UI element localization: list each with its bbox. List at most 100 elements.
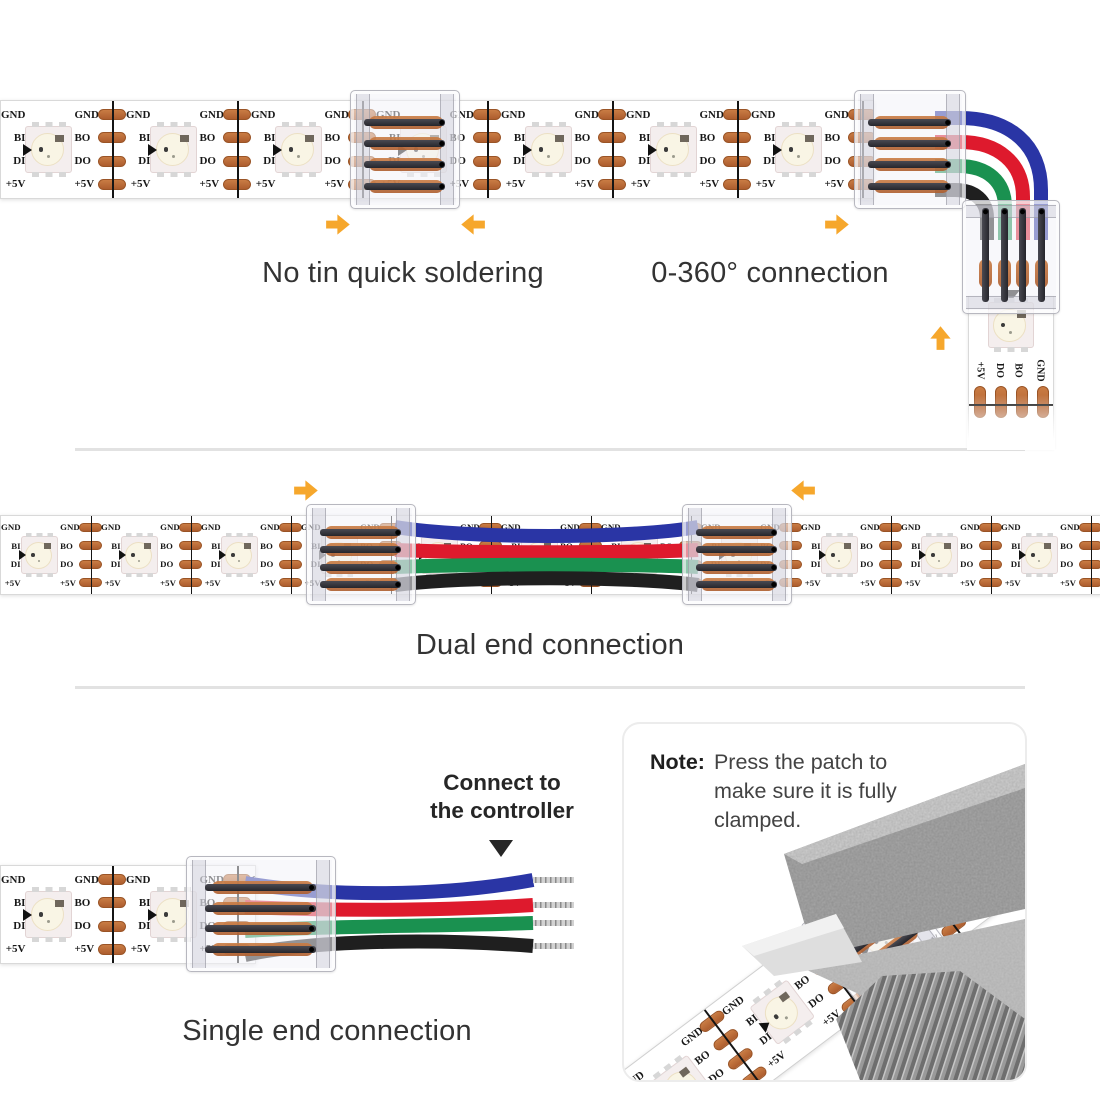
direction-arrow <box>918 550 926 560</box>
metal-contact <box>364 136 446 150</box>
pad-label: GND <box>901 522 921 533</box>
tinned-wire-tips <box>533 877 574 949</box>
pad-label: GND <box>74 108 99 121</box>
metal-contact <box>364 158 446 172</box>
led-wrap <box>120 516 159 594</box>
pad-label: BO <box>692 1048 713 1068</box>
pad-label: BI <box>811 540 821 551</box>
pad-label: +5V <box>860 577 876 588</box>
pad-label: DI <box>13 920 26 933</box>
pad-label: BO <box>1012 362 1024 378</box>
pad-label: DO <box>74 155 91 168</box>
pad-label: BO <box>260 540 273 551</box>
led-chip <box>920 532 959 578</box>
pad-label: DO <box>806 991 827 1011</box>
metal-contact <box>1016 208 1030 302</box>
pad-label: GND <box>251 108 276 121</box>
metal-contact <box>696 543 778 557</box>
led-chip <box>25 121 73 178</box>
pad-label: BI <box>13 131 26 144</box>
direction-arrow <box>148 908 157 921</box>
pad-label: DI <box>763 155 776 168</box>
metal-contact <box>320 560 402 574</box>
cut-line <box>90 516 93 594</box>
metal-contact <box>364 179 446 193</box>
pad-label: DO <box>160 559 174 570</box>
pad-label: DO <box>824 155 841 168</box>
pad-label: GND <box>160 522 180 533</box>
pad-label: BO <box>324 131 341 144</box>
pad-label: BO <box>74 896 91 909</box>
metal-contact <box>205 943 316 957</box>
pad-label: DO <box>1005 840 1027 861</box>
direction-arrow <box>773 143 782 156</box>
pad-label: BO <box>991 822 1012 842</box>
fade-overlay <box>967 395 1055 450</box>
metal-contact <box>205 922 316 936</box>
pad-label: GND <box>824 108 849 121</box>
corner-clip-vertical <box>962 200 1060 314</box>
solder-pads <box>723 101 752 198</box>
dual-end-wires <box>393 520 700 592</box>
pad-label: +5V <box>160 577 176 588</box>
direction-arrow <box>118 550 126 560</box>
pad-label: GND <box>501 522 521 533</box>
single-end-clip-connector <box>186 856 336 972</box>
cut-line <box>237 101 239 198</box>
pad-label: GND <box>1060 522 1080 533</box>
pad-label: +5V <box>204 577 221 588</box>
pad-label: +5V <box>260 577 276 588</box>
connect-line1: Connect to <box>443 770 561 795</box>
pad-label: BI <box>1011 540 1021 551</box>
pad-label: DI <box>810 559 821 570</box>
pad-label: +5V <box>255 178 276 191</box>
pad-label: DI <box>910 559 921 570</box>
pad-label: DO <box>860 559 874 570</box>
led-wrap <box>775 101 823 198</box>
pad-label: +5V <box>960 577 976 588</box>
pad-label: GND <box>1 522 21 533</box>
led-chip <box>775 121 823 178</box>
connect-line2: the controller <box>430 798 574 824</box>
pad-label: BI <box>763 131 776 144</box>
pad-label: DO <box>994 362 1006 378</box>
note-label: Note: <box>650 750 705 774</box>
direction-arrow <box>218 550 226 560</box>
pad-label: +5V <box>5 943 26 956</box>
pad-label: BO <box>199 131 216 144</box>
direction-arrow <box>523 143 532 156</box>
cut-line <box>1090 516 1093 594</box>
pad-label: BO <box>574 131 591 144</box>
led-wrap <box>920 516 959 594</box>
pad-label: DO <box>199 155 216 168</box>
pad-label: BO <box>792 973 813 993</box>
caption-dual-end: Dual end connection <box>415 629 685 661</box>
pad-label: DO <box>574 155 591 168</box>
pad-label: BI <box>111 540 121 551</box>
pad-label: DI <box>10 559 21 570</box>
pad-label: GND <box>860 522 880 533</box>
pad-label: DI <box>638 155 651 168</box>
pad-label: GND <box>626 108 651 121</box>
led-wrap <box>150 101 198 198</box>
pad-label: +5V <box>324 178 345 191</box>
note-body: Press the patch to make sure it is fully… <box>713 750 897 833</box>
clip-contacts <box>205 880 316 957</box>
arrow-right-icon <box>325 211 352 238</box>
